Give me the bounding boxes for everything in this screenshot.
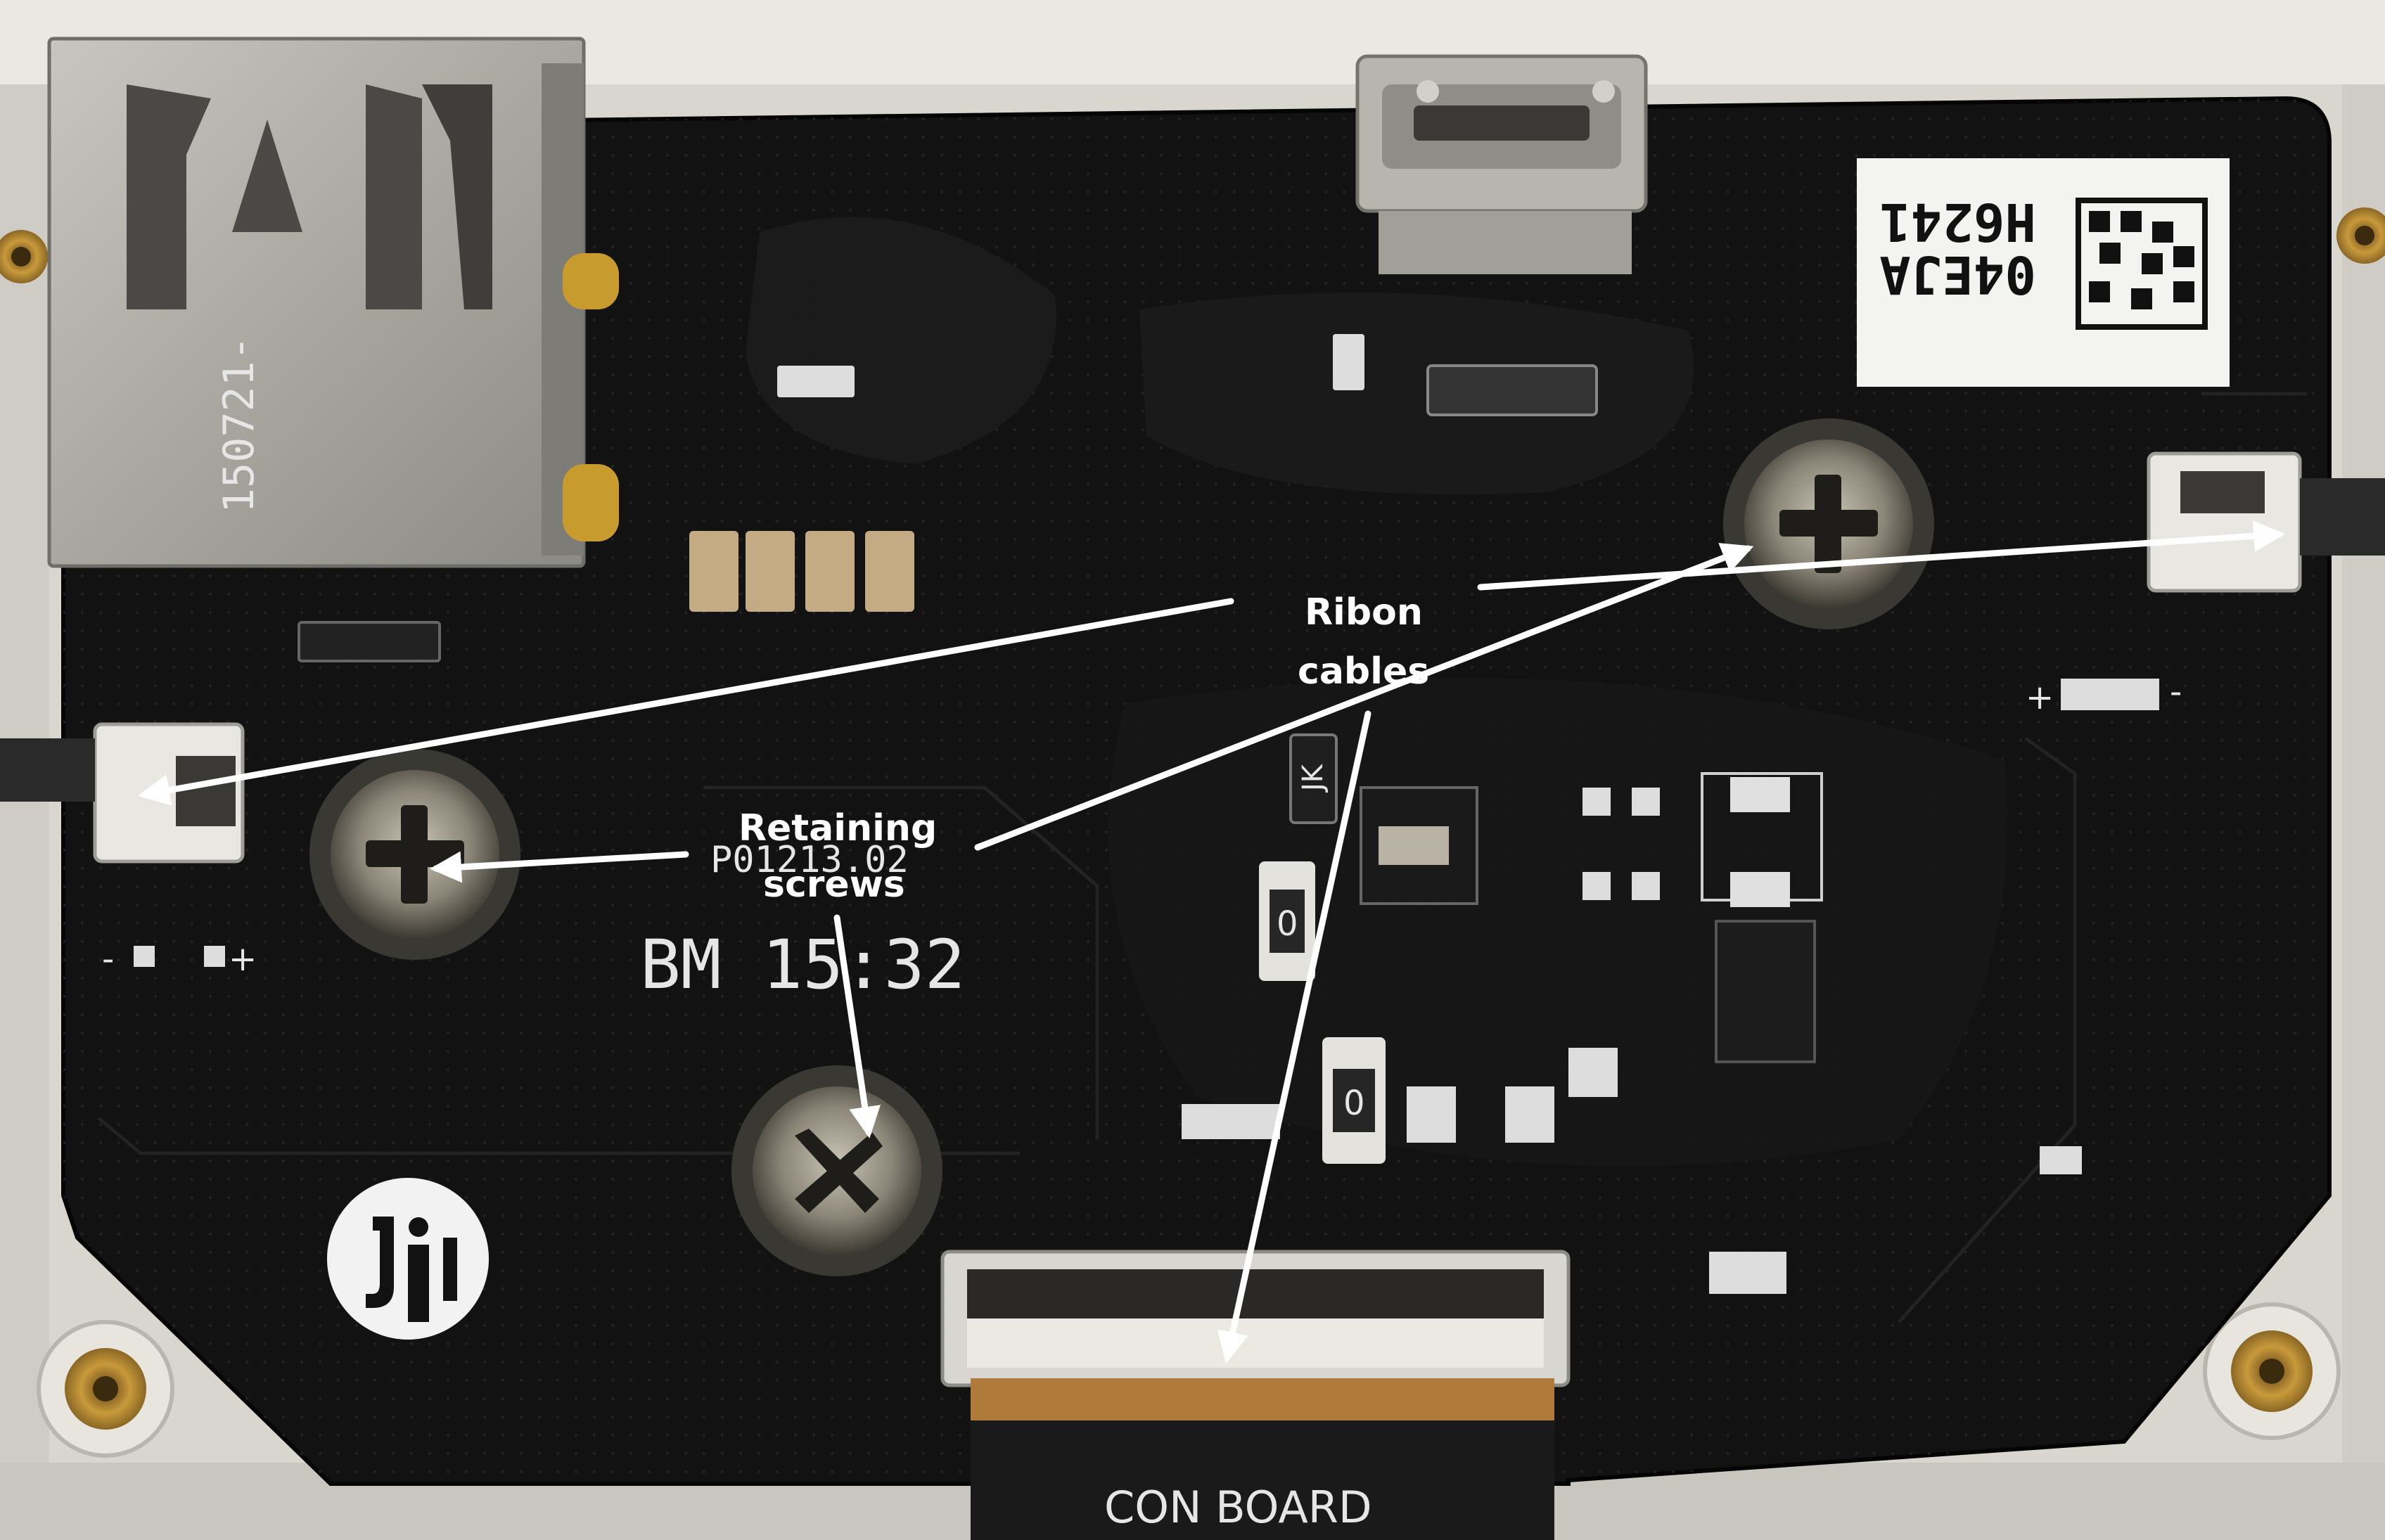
batch-code: BM 15:32 xyxy=(640,925,965,1004)
sticker-line-1: 04EJA xyxy=(1879,244,2036,304)
resistor-large-2: 0 xyxy=(1322,1037,1386,1164)
arrow-ribbon-left xyxy=(138,598,1234,806)
retaining-screw-left xyxy=(309,749,520,960)
connector-label: CON BOARD xyxy=(1104,1482,1372,1533)
polarity-mark-left: - xyxy=(102,939,114,979)
pcb-trace xyxy=(703,785,1099,1139)
resistor-code-2: 0 xyxy=(1343,1084,1365,1123)
ic-mark: JK xyxy=(1297,763,1329,793)
resistor-large: 0 xyxy=(1259,861,1315,981)
annotation-arrows xyxy=(138,520,2285,1363)
brass-insert-bottom-left xyxy=(37,1320,174,1458)
datamatrix-code xyxy=(2076,198,2208,330)
coating-patch xyxy=(1108,678,2008,1167)
polarity-mark-right: + xyxy=(2026,678,2054,717)
arrow-ribbon-right xyxy=(1477,520,2285,591)
silk-pad xyxy=(2138,686,2159,707)
ic-chip-jk: JK xyxy=(1289,733,1338,824)
ic-chip-soic xyxy=(1360,786,1478,905)
coating-patch xyxy=(1139,293,1694,495)
silk-pad xyxy=(2068,686,2089,707)
fpc-connector: CON BOARD xyxy=(940,1250,1571,1540)
arrow-ribbon-bottom xyxy=(1217,710,1371,1363)
brass-insert-top-left xyxy=(0,230,48,283)
enclosure-right-frame xyxy=(2342,84,2385,1463)
brass-insert-top-right xyxy=(2336,207,2385,264)
resistor-code: 0 xyxy=(1277,904,1298,944)
polarity-mark-right-minus: - xyxy=(2170,672,2182,712)
part-number: P01213.02 xyxy=(710,839,909,881)
usb-stamp: 150721- xyxy=(215,335,264,513)
coating-patch xyxy=(746,217,1056,464)
ribbon-cables-label-line2: cables xyxy=(1298,650,1429,693)
retaining-screws-label-line1: Retaining xyxy=(738,807,937,849)
silk-pad xyxy=(204,946,225,967)
datamatrix-sticker: 04EJA H6241 xyxy=(1857,158,2230,387)
retaining-screw-top-right xyxy=(1723,418,1934,629)
sticker-line-2: H6241 xyxy=(1879,191,2036,252)
silk-pad xyxy=(134,946,155,967)
retaining-screw-bottom xyxy=(731,1065,942,1276)
dji-logo xyxy=(327,1178,489,1340)
brass-insert-bottom-right xyxy=(2203,1302,2341,1440)
resistor-array xyxy=(298,334,1598,662)
arrow-screw-left xyxy=(430,851,689,883)
micro-usb-port xyxy=(1355,54,1648,274)
capacitor-row xyxy=(689,531,914,612)
right-ribbon-connector xyxy=(2147,451,2385,593)
arrow-screw-top-right xyxy=(974,543,1754,851)
pcb-trace xyxy=(97,1117,1020,1155)
pcb-trace xyxy=(1898,736,2077,1323)
arrow-screw-bottom xyxy=(833,914,881,1138)
usb-port: 150721- xyxy=(47,37,619,568)
ribbon-cables-label-line1: Ribon xyxy=(1305,591,1423,634)
polarity-mark-left-plus: + xyxy=(229,939,257,979)
pads-cluster xyxy=(1182,679,2159,1294)
retaining-screws-label-line2: screws xyxy=(763,864,905,906)
